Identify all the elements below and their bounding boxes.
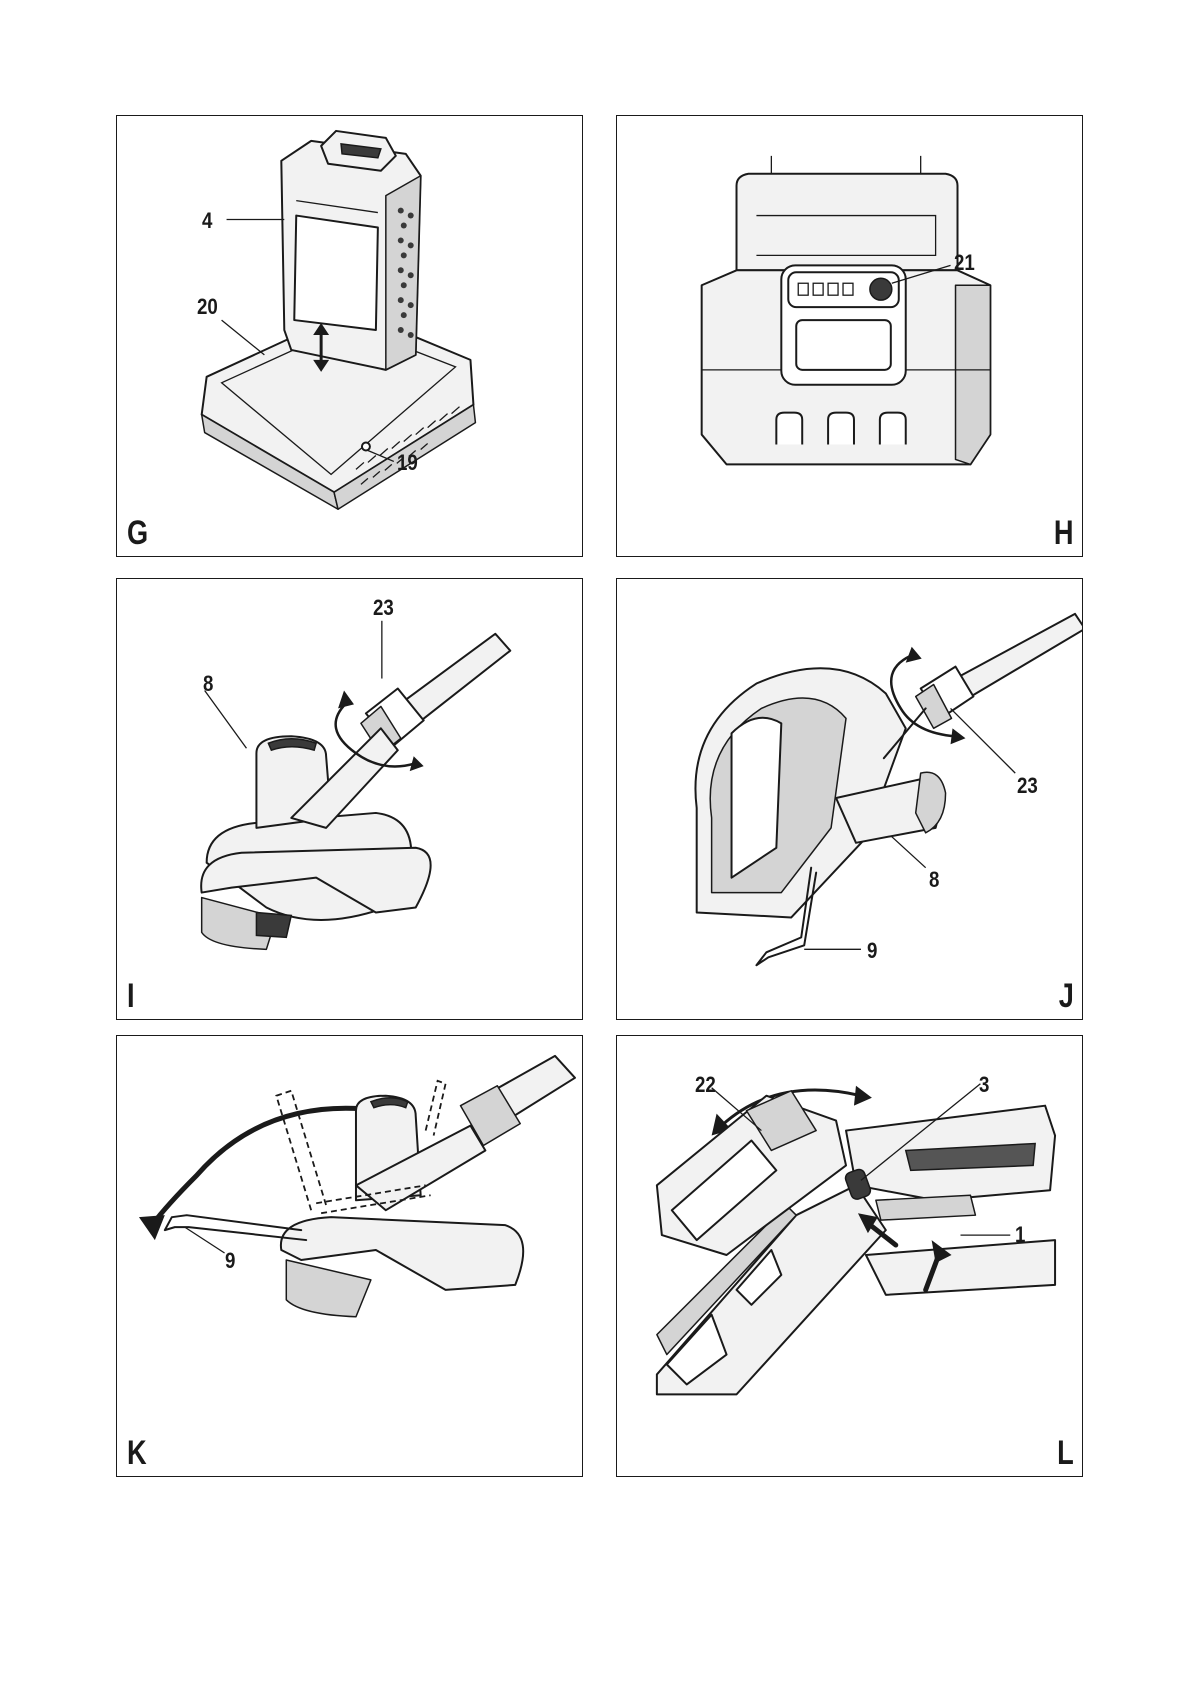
figure-panel-k: 9 K <box>116 1035 583 1477</box>
panel-letter-l: L <box>1057 1436 1074 1470</box>
callout-1: 1 <box>1015 1224 1025 1246</box>
panel-letter-h: H <box>1054 516 1074 550</box>
callout-20: 20 <box>197 296 218 318</box>
panel-letter-i: I <box>127 979 135 1013</box>
edge-guide-illustration <box>617 579 1082 1019</box>
callout-23: 23 <box>373 597 394 619</box>
figure-panel-j: 23 8 9 J <box>616 578 1083 1020</box>
handle-adjust-illustration <box>617 1036 1082 1476</box>
callout-21: 21 <box>954 252 975 274</box>
edge-guide-pivot-illustration <box>117 1036 582 1476</box>
callout-8: 8 <box>929 869 939 891</box>
figure-panel-g: 4 20 19 G <box>116 115 583 557</box>
panel-letter-j: J <box>1059 979 1074 1013</box>
callout-9: 9 <box>225 1250 235 1272</box>
battery-charger-illustration <box>117 116 582 556</box>
callout-4: 4 <box>202 210 212 232</box>
callout-23: 23 <box>1017 775 1038 797</box>
callout-9: 9 <box>867 940 877 962</box>
callout-3: 3 <box>979 1074 989 1096</box>
callout-22: 22 <box>695 1074 716 1096</box>
figure-panel-i: 23 8 I <box>116 578 583 1020</box>
panel-letter-k: K <box>127 1436 147 1470</box>
figure-panel-l: 22 3 1 L <box>616 1035 1083 1477</box>
collar-rotation-illustration <box>117 579 582 1019</box>
callout-19: 19 <box>397 452 418 474</box>
figure-panel-h: 21 H <box>616 115 1083 557</box>
panel-letter-g: G <box>127 516 148 550</box>
charge-indicator-illustration <box>617 116 1082 556</box>
callout-8: 8 <box>203 673 213 695</box>
